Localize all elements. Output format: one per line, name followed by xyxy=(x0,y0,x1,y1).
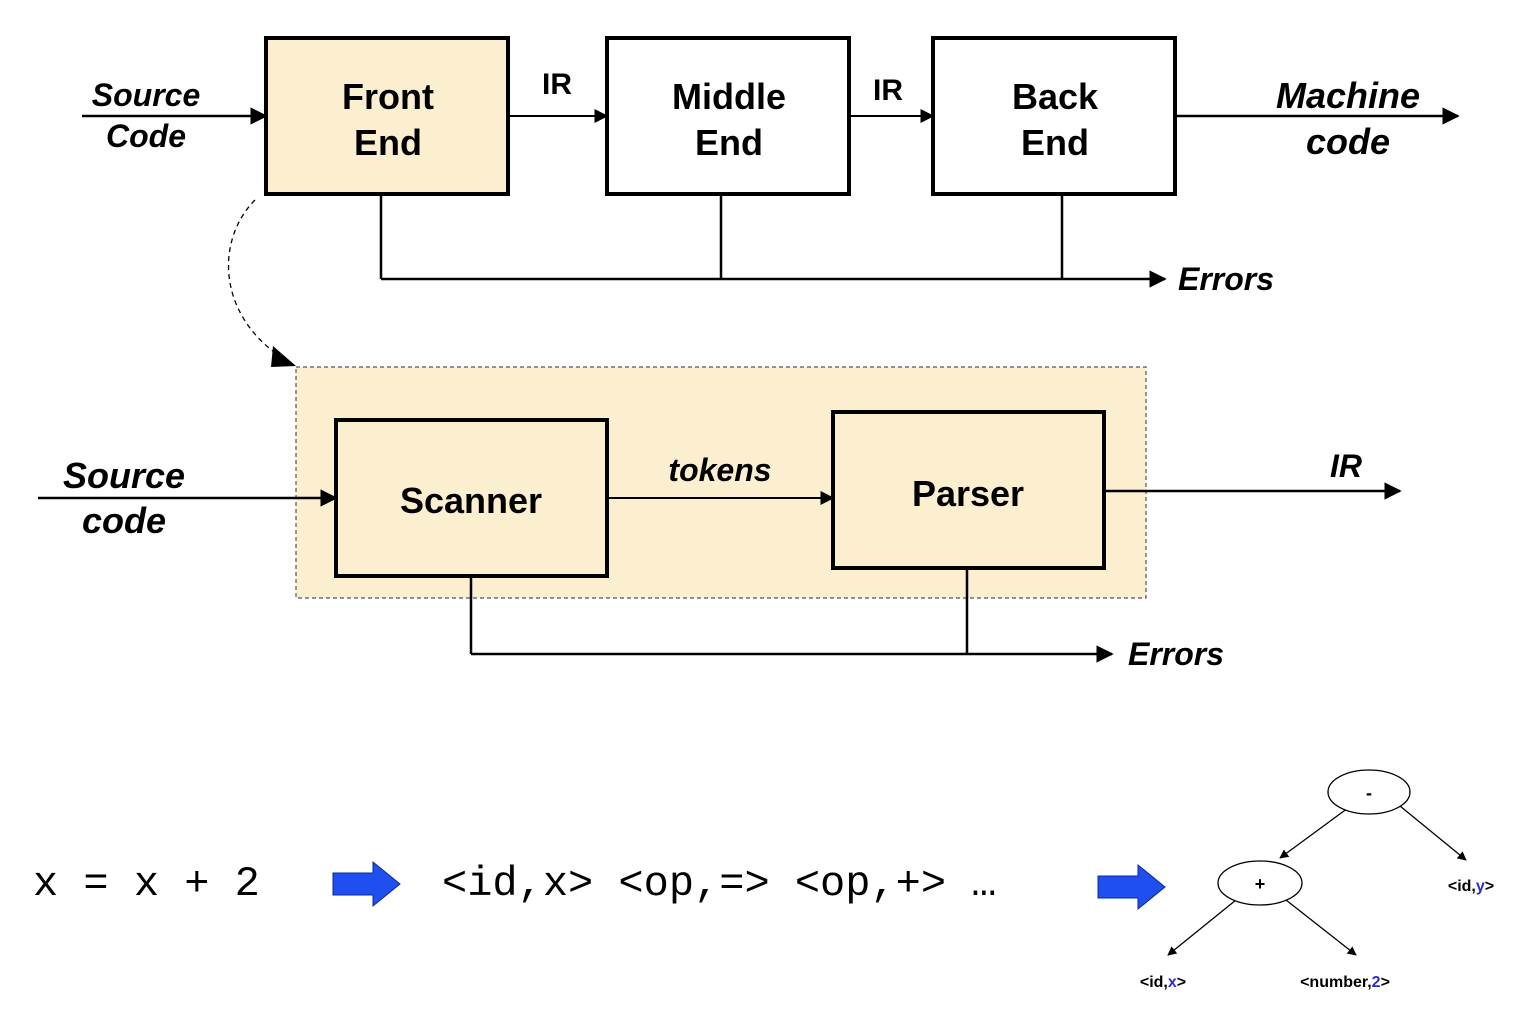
back-end-label-line2: End xyxy=(1021,122,1089,163)
machine-code-label-line2: code xyxy=(1306,121,1390,162)
ir-label-1: IR xyxy=(542,68,572,101)
detail-ir-label: IR xyxy=(1330,448,1362,484)
frontend-detail-section: Source code Scanner tokens Parser IR Err… xyxy=(38,366,1402,672)
tree-node-minus-label: - xyxy=(1366,783,1372,803)
scanner-label: Scanner xyxy=(400,480,542,521)
tree-leaf-number: <number,2> xyxy=(1300,974,1390,991)
machine-code-label-line1: Machine xyxy=(1276,75,1420,116)
back-end-box xyxy=(931,36,1177,196)
detail-source-code-label-line2: code xyxy=(82,500,166,541)
middle-end-label-line2: End xyxy=(695,122,763,163)
zoom-connector-arrowhead xyxy=(271,346,296,367)
tree-node-minus xyxy=(1327,769,1411,815)
errors-label: Errors xyxy=(1178,261,1274,297)
blue-arrow-1 xyxy=(332,860,401,908)
back-end-label-line1: Back xyxy=(1012,76,1099,117)
front-end-label-line2: End xyxy=(354,122,422,163)
tree-edge-plus-number xyxy=(1285,899,1357,956)
tree-edge-root-y xyxy=(1399,805,1467,861)
middle-end-label-line1: Middle xyxy=(672,76,786,117)
source-code-label-line2: Code xyxy=(106,118,186,154)
parser-label: Parser xyxy=(912,473,1024,514)
example-section: x = x + 2 <id,x> <op,=> <op,+> … - + <id… xyxy=(33,769,1494,991)
parser-box xyxy=(831,410,1106,570)
token-stream: <id,x> <op,=> <op,+> … xyxy=(442,860,997,908)
tree-node-plus xyxy=(1217,860,1303,906)
pipeline-section: Source Code Front End IR Middle End IR B… xyxy=(82,36,1460,297)
front-end-label-line1: Front xyxy=(342,76,434,117)
tree-node-plus-label: + xyxy=(1255,874,1266,894)
ir-label-2: IR xyxy=(873,74,903,107)
tokens-label: tokens xyxy=(668,452,771,488)
blue-arrow-2 xyxy=(1097,863,1166,911)
tree-leaf-id-y: <id,y> xyxy=(1448,878,1494,895)
scanner-box xyxy=(334,418,609,578)
source-code-label-line1: Source xyxy=(92,77,200,113)
middle-end-box xyxy=(605,36,851,196)
parse-tree: - + <id,y> <id,x> <number,2> xyxy=(1140,769,1494,991)
detail-source-code-label-line1: Source xyxy=(63,455,185,496)
tree-edge-root-plus xyxy=(1279,807,1349,859)
detail-errors-label: Errors xyxy=(1128,636,1224,672)
tree-leaf-id-x: <id,x> xyxy=(1140,974,1186,991)
zoom-connector-arrow xyxy=(227,199,293,365)
source-expression: x = x + 2 xyxy=(33,860,260,908)
tree-edge-plus-x xyxy=(1167,899,1237,956)
